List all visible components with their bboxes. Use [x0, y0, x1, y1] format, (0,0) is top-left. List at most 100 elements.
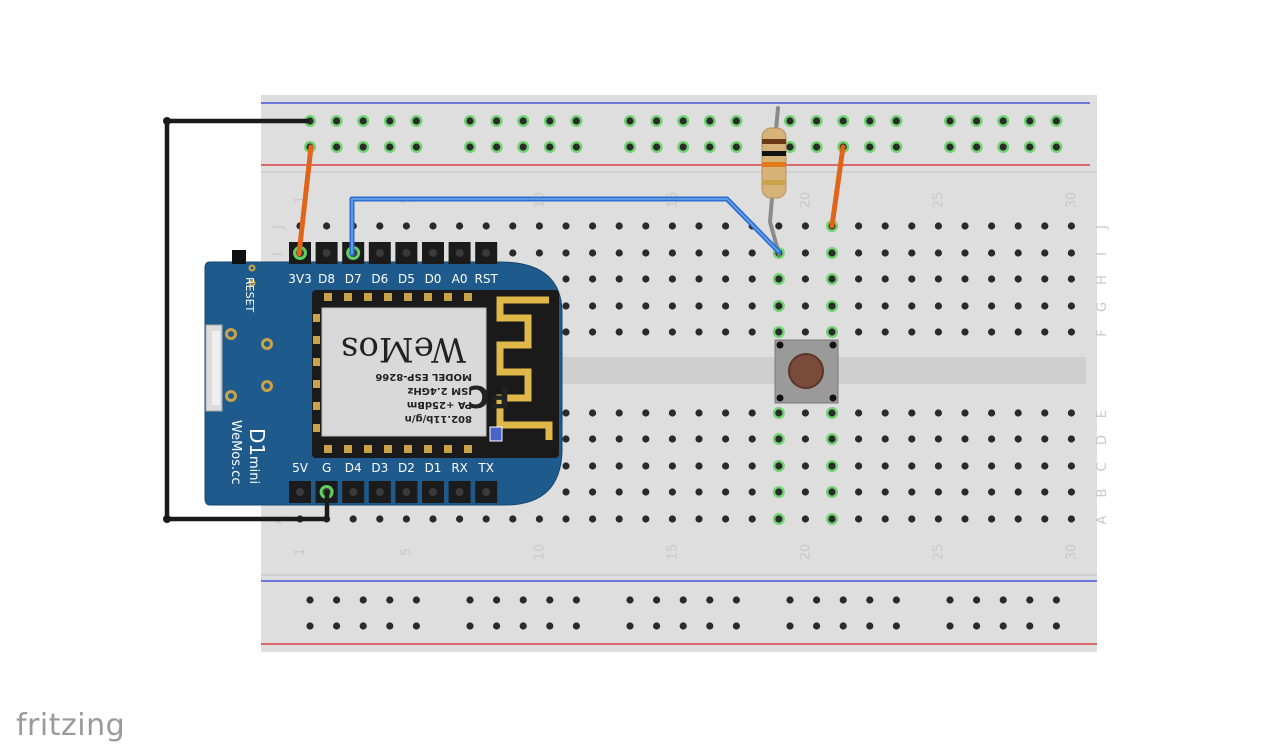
hole[interactable]	[589, 488, 597, 496]
hole[interactable]	[562, 515, 570, 523]
hole[interactable]	[562, 275, 570, 283]
hole[interactable]	[722, 462, 730, 470]
rail-hole[interactable]	[386, 143, 394, 151]
hole[interactable]	[881, 515, 889, 523]
hole[interactable]	[722, 302, 730, 310]
hole[interactable]	[881, 409, 889, 417]
rail-hole[interactable]	[466, 143, 474, 151]
hole[interactable]	[562, 328, 570, 336]
hole[interactable]	[668, 435, 677, 443]
hole[interactable]	[509, 222, 517, 230]
hole[interactable]	[961, 249, 969, 257]
hole[interactable]	[695, 302, 703, 310]
hole[interactable]	[1041, 275, 1049, 283]
rail-hole[interactable]	[412, 596, 420, 604]
hole[interactable]	[881, 275, 889, 283]
hole[interactable]	[695, 462, 703, 470]
hole[interactable]	[1067, 222, 1075, 230]
rail-hole[interactable]	[546, 622, 554, 630]
hole[interactable]	[695, 488, 703, 496]
rail-hole[interactable]	[306, 622, 314, 630]
hole[interactable]	[722, 275, 730, 283]
rail-hole[interactable]	[892, 596, 901, 604]
rail-hole[interactable]	[786, 622, 794, 630]
hole[interactable]	[801, 328, 810, 336]
hole[interactable]	[908, 488, 916, 496]
header-pin-top-hole[interactable]	[402, 249, 411, 257]
hole[interactable]	[748, 435, 756, 443]
rail-hole[interactable]	[493, 117, 501, 125]
hole[interactable]	[668, 275, 677, 283]
hole[interactable]	[1014, 409, 1022, 417]
rail-hole[interactable]	[866, 143, 874, 151]
hole[interactable]	[801, 275, 810, 283]
rail-hole[interactable]	[412, 622, 420, 630]
rail-hole[interactable]	[466, 596, 474, 604]
hole[interactable]	[695, 249, 703, 257]
rail-hole[interactable]	[892, 143, 901, 151]
header-pin-bottom-hole[interactable]	[296, 488, 304, 496]
hole[interactable]	[775, 222, 783, 230]
hole[interactable]	[1014, 462, 1022, 470]
hole[interactable]	[908, 515, 916, 523]
hole[interactable]	[988, 409, 996, 417]
hole[interactable]	[509, 515, 517, 523]
hole[interactable]	[748, 462, 756, 470]
hole[interactable]	[855, 409, 863, 417]
hole[interactable]	[668, 409, 677, 417]
hole[interactable]	[615, 328, 623, 336]
rail-hole[interactable]	[519, 596, 527, 604]
hole[interactable]	[562, 302, 570, 310]
hole[interactable]	[1041, 302, 1049, 310]
hole[interactable]	[562, 222, 570, 230]
hole[interactable]	[615, 409, 623, 417]
hole[interactable]	[855, 435, 863, 443]
rail-hole[interactable]	[333, 622, 341, 630]
header-pin-bottom-hole[interactable]	[402, 488, 411, 496]
rail-hole[interactable]	[892, 117, 901, 125]
hole[interactable]	[562, 488, 570, 496]
hole[interactable]	[535, 515, 544, 523]
hole[interactable]	[615, 488, 623, 496]
hole[interactable]	[1067, 302, 1075, 310]
hole[interactable]	[642, 488, 650, 496]
hole[interactable]	[908, 222, 916, 230]
hole[interactable]	[615, 515, 623, 523]
hole[interactable]	[881, 328, 889, 336]
hole[interactable]	[668, 249, 677, 257]
rail-hole[interactable]	[1026, 117, 1034, 125]
hole[interactable]	[1041, 462, 1049, 470]
hole[interactable]	[376, 222, 384, 230]
rail-hole[interactable]	[813, 596, 821, 604]
hole[interactable]	[961, 515, 969, 523]
hole[interactable]	[855, 515, 863, 523]
hole[interactable]	[801, 515, 810, 523]
rail-hole[interactable]	[786, 143, 794, 151]
rail-hole[interactable]	[892, 622, 901, 630]
rail-hole[interactable]	[679, 117, 687, 125]
hole[interactable]	[961, 328, 969, 336]
hole[interactable]	[589, 328, 597, 336]
hole[interactable]	[722, 222, 730, 230]
rail-hole[interactable]	[359, 117, 367, 125]
hole[interactable]	[615, 222, 623, 230]
hole[interactable]	[376, 515, 384, 523]
hole[interactable]	[801, 302, 810, 310]
push-button-cap[interactable]	[788, 353, 824, 389]
hole[interactable]	[1014, 435, 1022, 443]
hole[interactable]	[961, 302, 969, 310]
hole[interactable]	[988, 435, 996, 443]
hole[interactable]	[934, 302, 943, 310]
rail-hole[interactable]	[306, 596, 314, 604]
hole[interactable]	[775, 302, 783, 310]
hole[interactable]	[722, 409, 730, 417]
rail-hole[interactable]	[839, 117, 847, 125]
hole[interactable]	[775, 409, 783, 417]
hole[interactable]	[1041, 249, 1049, 257]
hole[interactable]	[615, 302, 623, 310]
rail-hole[interactable]	[412, 117, 420, 125]
hole[interactable]	[908, 409, 916, 417]
hole[interactable]	[589, 222, 597, 230]
rail-hole[interactable]	[653, 117, 661, 125]
hole[interactable]	[1014, 222, 1022, 230]
